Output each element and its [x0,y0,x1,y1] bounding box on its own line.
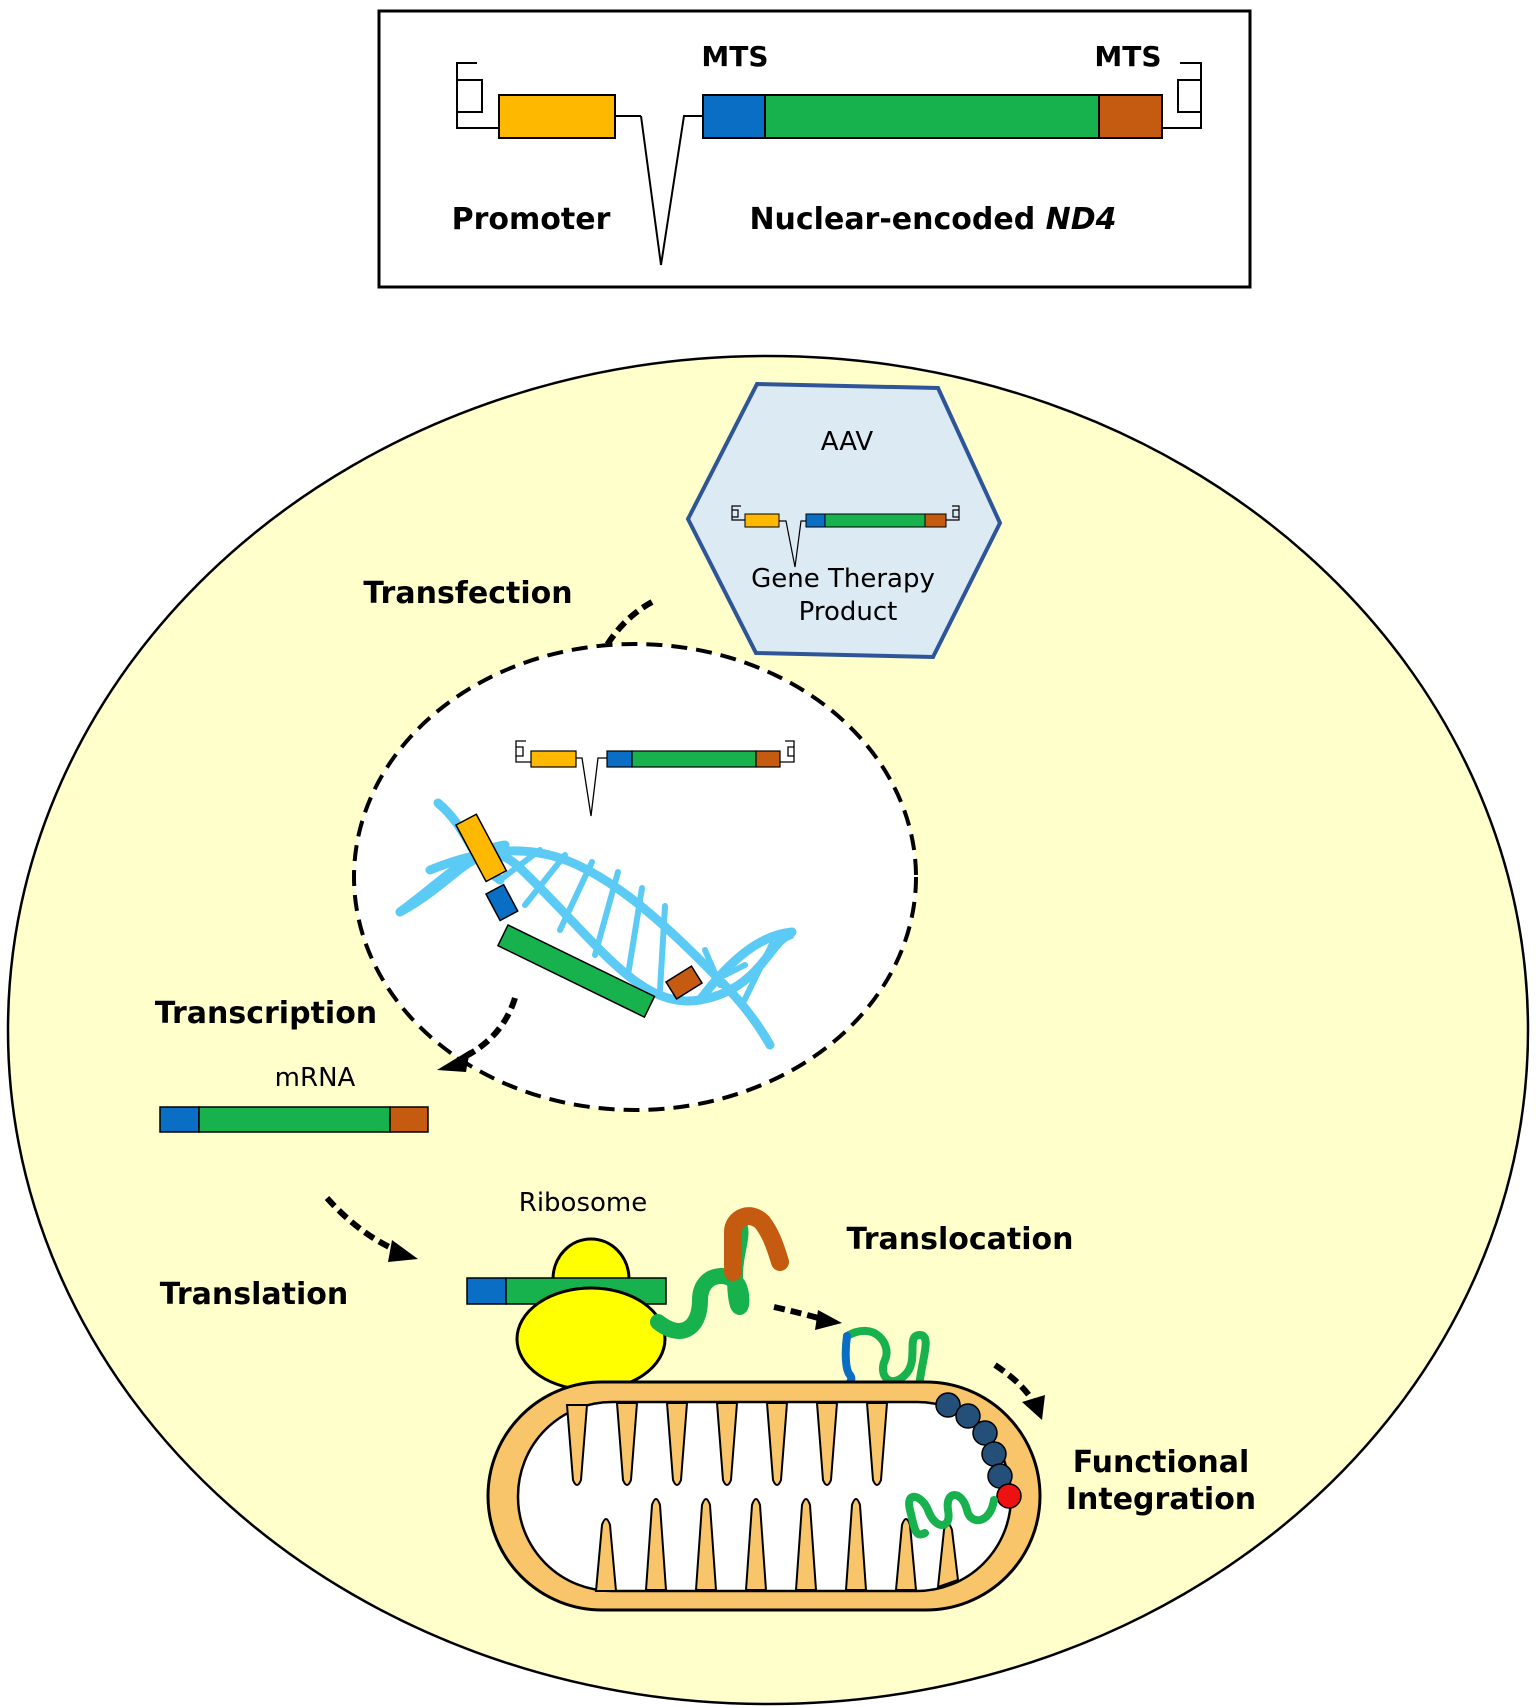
functional-label-line2: Integration [1066,1482,1256,1517]
aav-capsid: AAV Gene Therapy Product [685,381,1003,660]
transfection-label: Transfection [363,576,572,611]
mts-left-label: MTS [701,40,768,73]
nucleus [352,642,918,1112]
aav-product-line2: Product [799,597,898,627]
right-itr [1162,62,1202,129]
gene-label: Nuclear-encoded ND4 [749,202,1116,237]
ribosome-large-subunit [515,1286,667,1392]
ribosome [466,1237,667,1392]
mrna-strand [159,1106,429,1133]
mts-right-label: MTS [1094,40,1161,73]
ribosome-label: Ribosome [519,1188,647,1218]
promoter-block [498,94,616,139]
nd4-block [764,94,1100,139]
translation-arrow [324,1196,402,1255]
construct-frame [377,9,1252,289]
translation-label: Translation [160,1277,349,1312]
mts-n-block [702,94,766,139]
mitochondrion [486,1380,1042,1612]
ribosome-small-subunit [551,1237,631,1281]
aav-product-line1: Gene Therapy [751,564,935,594]
integrated-peptide [905,1491,998,1539]
gene-label-italic: ND4 [1046,202,1117,237]
aav-mini-construct [731,505,960,568]
gene-label-prefix: Nuclear-encoded [749,202,1045,237]
left-itr [456,62,500,129]
aav-title: AAV [821,427,874,457]
dna-helix [395,798,797,1050]
construct-panel: MTS MTS Promoter Nuclear-encoded ND4 [377,9,1252,289]
translocation-label: Translocation [847,1222,1074,1257]
promoter-label: Promoter [452,202,611,237]
integrated-nd4-subunit [996,1483,1022,1509]
integrated-construct [454,813,704,1019]
transcription-label: Transcription [155,996,377,1031]
mts-c-block [1098,94,1163,139]
translocation-arrow [773,1304,826,1323]
mrna-label: mRNA [275,1063,356,1093]
nascent-mts-c [724,1207,789,1281]
complex-i-chain [935,1392,1022,1509]
cristae [565,1402,960,1592]
functional-label-line1: Functional [1073,1445,1250,1480]
intron-v [640,115,703,266]
nucleus-mini-construct [515,740,795,817]
